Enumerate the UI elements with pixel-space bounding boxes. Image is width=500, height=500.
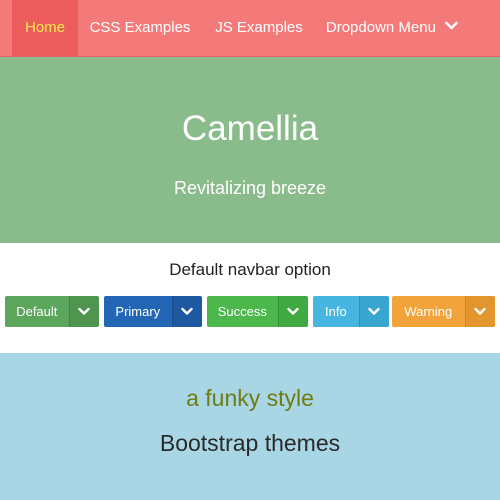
hero-subtitle: Revitalizing breeze [173,178,327,198]
warning-split-button[interactable]: Warning [392,296,495,327]
success-split-button[interactable]: Success [207,296,308,327]
themes-band: a funky style Bootstrap themes [0,353,500,500]
split-button-label[interactable]: Info [313,296,359,327]
options-heading: Default navbar option [169,260,331,279]
nav-item-js-examples[interactable]: JS Examples [202,0,316,56]
split-button-label[interactable]: Success [207,296,278,327]
nav-item-label: CSS Examples [89,19,191,36]
nav-item-label: Home [24,19,65,36]
nav-item-css-examples[interactable]: CSS Examples [78,0,202,56]
chevron-down-icon[interactable] [358,296,389,327]
nav-item-dropdown-menu[interactable]: Dropdown Menu [316,0,468,56]
chevron-down-icon[interactable] [464,296,495,327]
default-split-button[interactable]: Default [5,296,99,327]
primary-split-button[interactable]: Primary [104,296,202,327]
nav-item-home[interactable]: Home [12,0,78,56]
chevron-down-icon[interactable] [68,296,99,327]
info-split-button[interactable]: Info [313,296,389,327]
chevron-down-icon[interactable] [277,296,308,327]
nav-item-label: Dropdown Menu [325,19,436,36]
split-button-label[interactable]: Primary [104,296,172,327]
top-navbar: Home CSS Examples JS Examples Dropdown M… [0,0,500,57]
chevron-down-icon [445,0,458,55]
navbar-options-section: Default navbar option Default Primary Su… [0,243,500,353]
hero-section: Camellia Revitalizing breeze [0,57,500,243]
chevron-down-icon[interactable] [171,296,202,327]
split-button-label[interactable]: Default [5,296,69,327]
nav-item-label: JS Examples [215,19,303,36]
band-tagline: a funky style [186,385,314,411]
hero-title: Camellia [181,109,319,148]
band-title: Bootstrap themes [159,430,341,456]
split-button-label[interactable]: Warning [392,296,465,327]
